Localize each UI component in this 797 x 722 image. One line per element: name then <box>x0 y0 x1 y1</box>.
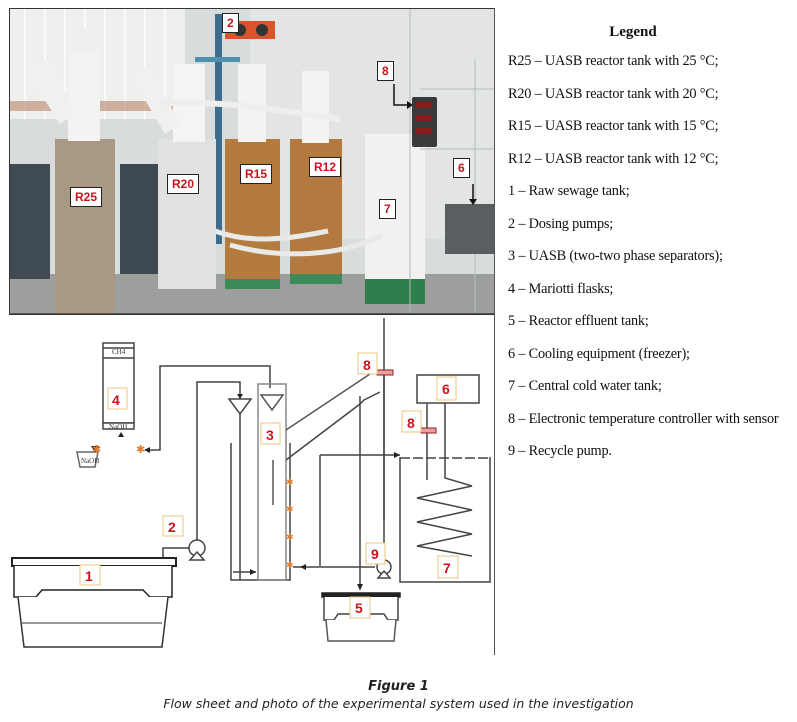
r25-top <box>68 49 100 141</box>
caption-text: Flow sheet and photo of the experimental… <box>163 696 634 711</box>
legend-item: 7 – Central cold water tank; <box>508 378 662 394</box>
flask-gas-label: CH4 <box>112 348 126 356</box>
legend-item: 3 – UASB (two-two phase separators); <box>508 248 723 264</box>
photo-label-r15: R15 <box>240 164 273 184</box>
photo-label-r12: R12 <box>309 157 342 177</box>
svg-text:✱: ✱ <box>92 444 101 456</box>
r15-tank <box>225 139 280 289</box>
legend-item: 9 – Recycle pump. <box>508 443 612 459</box>
freezer-photo <box>445 204 494 254</box>
legend-item: 8 – Electronic temperature controller wi… <box>508 410 779 427</box>
valve-markers: ✱ ✱ ✱ ✱ ✱ ✱ <box>92 444 294 570</box>
temperature-controller-2 <box>420 427 437 434</box>
photo-label-7: 7 <box>379 199 396 219</box>
hose-2 <box>229 232 384 257</box>
svg-text:✱: ✱ <box>286 560 294 570</box>
gas-line <box>150 365 271 451</box>
r12-top <box>302 71 329 143</box>
svg-text:✱: ✱ <box>136 444 145 456</box>
temperature-controller-1 <box>376 369 394 376</box>
flask-naoh-label: NaOH <box>109 423 127 431</box>
flow-sheet-diagram: ✱ ✱ ✱ ✱ ✱ ✱ CH4 NaOH NaOH 4 1 2 3 8 6 8 … <box>11 318 491 648</box>
legend-item: 1 – Raw sewage tank; <box>508 183 630 199</box>
legend-title: Legend <box>609 24 657 40</box>
legend-item: R20 – UASB reactor tank with 20 °C; <box>508 85 719 102</box>
rack-post <box>215 14 222 244</box>
legend-item: 4 – Mariotti flasks; <box>508 280 614 297</box>
photo-label-r25: R25 <box>70 187 103 207</box>
panel-divider-vertical <box>494 8 495 655</box>
photo-label-6: 6 <box>453 158 470 178</box>
legend-item: R15 – UASB reactor tank with 15 °C; <box>508 118 719 134</box>
cold-water-tank <box>399 457 491 583</box>
flowsheet-label-5: 5 <box>355 600 363 616</box>
r25-tank <box>55 139 115 314</box>
photo-label-8: 8 <box>377 61 394 81</box>
temperature-controller-photo <box>412 97 437 147</box>
feed-line <box>196 381 241 540</box>
figure-caption: Figure 1 Flow sheet and photo of the exp… <box>0 679 797 711</box>
flowsheet-label-7: 7 <box>443 560 451 576</box>
hose-1 <box>214 228 329 242</box>
r25-separator-arm <box>25 59 75 124</box>
flowsheet-label-6: 6 <box>442 381 450 397</box>
flowsheet-label-3: 3 <box>266 427 274 443</box>
photo-label-r20: R20 <box>167 174 200 194</box>
flowsheet-label-1: 1 <box>85 568 93 584</box>
legend-item: R12 – UASB reactor tank with 12 °C; <box>508 150 719 167</box>
flowsheet-label-8a: 8 <box>363 357 371 373</box>
hose-top <box>159 99 341 122</box>
legend-item: 6 – Cooling equipment (freezer); <box>508 345 690 362</box>
legend-item: R25 – UASB reactor tank with 25 °C; <box>508 53 719 69</box>
caption-title: Figure 1 <box>368 679 429 694</box>
effluent-tank <box>321 592 401 598</box>
feed-funnel <box>227 398 253 416</box>
blue-bin-mid <box>120 164 160 274</box>
flowsheet-label-2: 2 <box>168 519 176 535</box>
wire-cage <box>409 9 494 314</box>
uasb-reactor <box>257 383 287 581</box>
svg-text:✱: ✱ <box>286 477 294 487</box>
flowsheet-label-4: 4 <box>112 392 120 408</box>
svg-text:✱: ✱ <box>286 532 294 542</box>
blue-bin-left <box>10 164 50 279</box>
panel-divider-horizontal <box>9 313 494 314</box>
cooling-coil <box>416 403 473 557</box>
legend-item: 5 – Reactor effluent tank; <box>508 313 649 329</box>
photo-scene <box>10 9 494 314</box>
svg-text:✱: ✱ <box>286 504 294 514</box>
rack-shelf <box>195 57 240 62</box>
flowsheet-label-9: 9 <box>371 546 379 562</box>
beaker-naoh-label: NaOH <box>81 457 99 465</box>
flowsheet-label-8b: 8 <box>407 415 415 431</box>
legend-item: 2 – Dosing pumps; <box>508 215 614 232</box>
r20-tank <box>158 139 216 289</box>
naoh-beaker <box>76 451 99 468</box>
experimental-system-photo: R25 R20 R15 R12 2 8 6 7 <box>9 8 495 315</box>
legend: Legend R25 – UASB reactor tank with 25 °… <box>508 24 797 476</box>
cold-water-tank <box>365 134 425 304</box>
r20-separator-arm <box>130 67 180 134</box>
photo-label-2: 2 <box>222 13 239 33</box>
